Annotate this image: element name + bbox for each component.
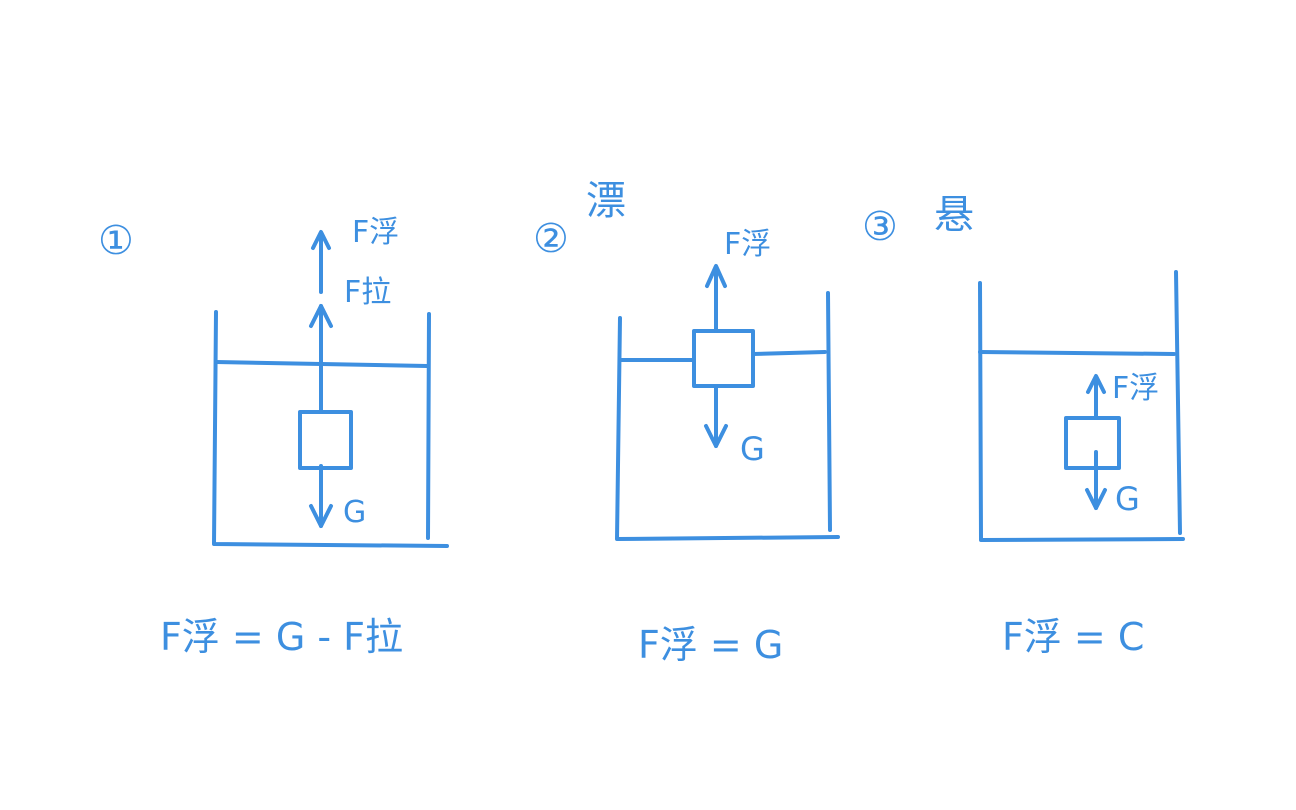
panel-1: ① F浮 F拉 G F浮 = G - F拉 [98, 215, 449, 659]
panel-2-title: 漂 [586, 178, 626, 224]
panel-2-arrow-down-head [704, 424, 728, 448]
panel-3-force-buoyancy-label: F浮 [1112, 371, 1159, 406]
panel-1-arrow-down-head [309, 504, 333, 528]
panel-1-container-left-bottom [212, 310, 449, 548]
panel-3-water-surface [978, 350, 1176, 356]
panel-3-marker: ③ [862, 204, 898, 250]
panel-2-water-surface-right [751, 350, 827, 356]
panel-2-block [692, 329, 755, 388]
panel-2: ② 漂 F浮 G F浮 = G [533, 178, 840, 667]
panel-3-force-gravity-label: G [1115, 480, 1140, 518]
panel-3: ③ 悬 F浮 G F浮 = C [862, 192, 1185, 659]
panel-2-force-buoyancy-label: F浮 [724, 227, 771, 262]
panel-3-container-left-bottom [978, 281, 1185, 542]
panel-2-marker: ② [533, 216, 569, 262]
panel-3-block [1064, 416, 1121, 470]
panel-3-equation: F浮 = C [1002, 615, 1144, 659]
panel-3-title: 悬 [934, 192, 974, 238]
panel-1-equation: F浮 = G - F拉 [160, 615, 403, 659]
panel-1-force-buoyancy-label: F浮 [352, 215, 399, 250]
panel-3-arrow-up-head [1086, 374, 1106, 394]
panel-2-container-right-wall [826, 291, 832, 532]
panel-2-force-gravity-label: G [740, 430, 765, 468]
panel-1-force-tension-label: F拉 [344, 275, 391, 310]
panel-2-equation: F浮 = G [638, 623, 783, 667]
panel-3-arrow-down-head [1085, 488, 1107, 510]
panel-1-block [298, 410, 353, 470]
panel-1-arrow-up-head-f-la [309, 304, 333, 328]
panel-1-force-gravity-label: G [343, 495, 366, 530]
panel-1-container-right-wall [426, 312, 431, 540]
panel-2-arrow-up-head [705, 264, 727, 288]
panel-1-arrow-up-head-f-fu [311, 230, 331, 250]
panel-3-container-right-wall [1174, 270, 1182, 535]
panel-2-container-left-bottom [615, 316, 840, 541]
panel-1-marker: ① [98, 218, 134, 264]
